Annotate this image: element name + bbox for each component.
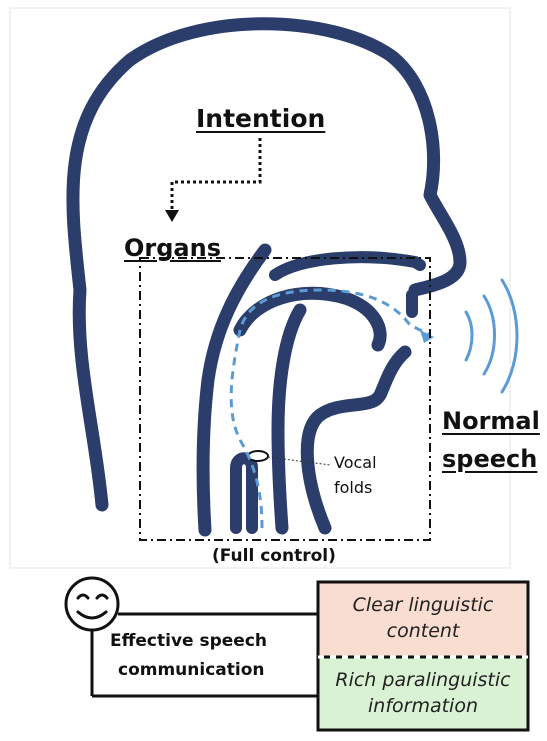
full-control-label: (Full control) xyxy=(212,546,336,566)
clear-line1: Clear linguistic xyxy=(320,592,526,618)
smiley-face-icon xyxy=(66,578,118,630)
palate xyxy=(275,257,420,275)
rich-line1: Rich paralinguistic xyxy=(320,667,526,693)
organs-label: Organs xyxy=(124,234,221,262)
vocal-folds-line2: folds xyxy=(334,478,372,497)
normal-speech-line1: Normal xyxy=(442,407,540,435)
intention-arrow xyxy=(172,138,260,212)
vocal-folds-line1: Vocal xyxy=(334,453,377,472)
clear-line2: content xyxy=(320,618,526,644)
normal-speech-line2: speech xyxy=(442,445,537,473)
tongue-root xyxy=(278,310,300,528)
airflow-arrowhead xyxy=(420,330,434,343)
rich-info-text: Rich paralinguistic information xyxy=(320,667,526,719)
effective-line1: Effective speech xyxy=(110,631,267,651)
sound-waves-icon xyxy=(466,280,517,392)
intention-arrowhead xyxy=(165,210,179,222)
larynx-left xyxy=(236,458,252,528)
effective-line2: communication xyxy=(118,660,265,680)
vocal-folds-marker xyxy=(248,451,268,461)
connector-lines xyxy=(92,614,318,696)
jaw xyxy=(307,352,405,528)
intention-label: Intention xyxy=(196,104,325,133)
rich-line2: information xyxy=(320,693,526,719)
clear-content-text: Clear linguistic content xyxy=(320,592,526,644)
